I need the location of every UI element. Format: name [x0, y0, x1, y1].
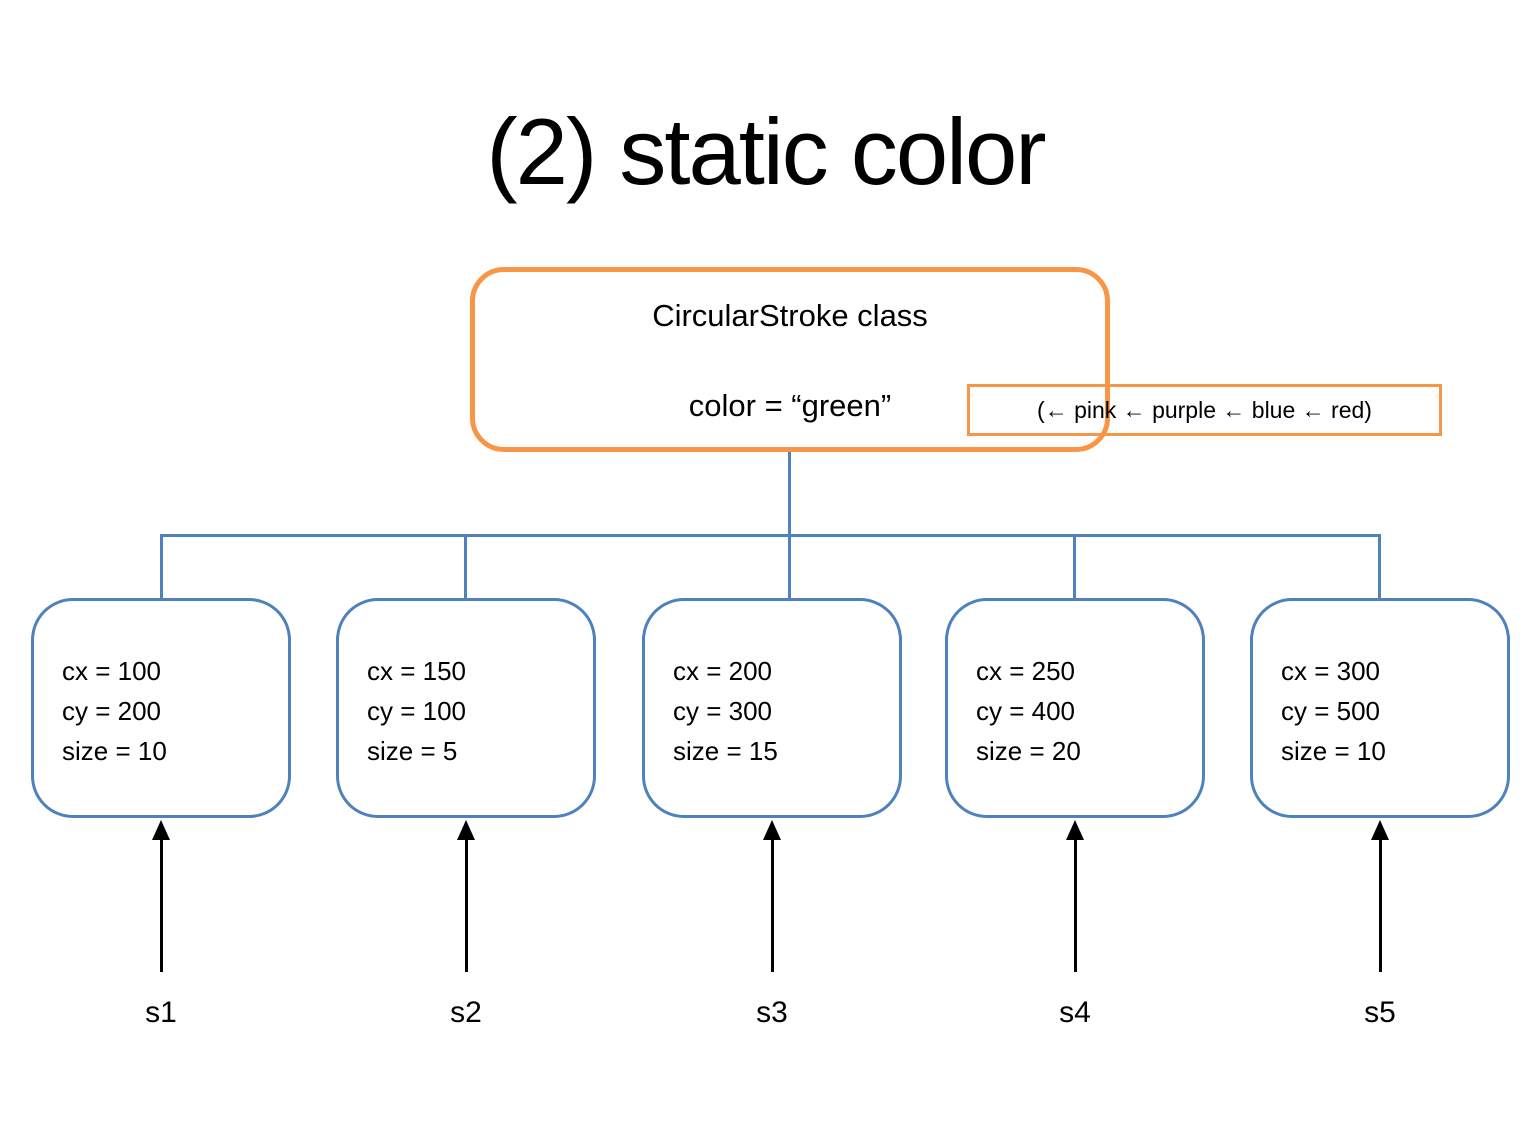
cy-value: cy = 200 [62, 696, 162, 726]
up-arrow-line-s5 [1379, 838, 1382, 972]
cx-value: cx = 150 [367, 656, 467, 686]
size-value: size = 10 [62, 736, 167, 766]
instance-label-s1: s1 [145, 996, 177, 1029]
size-value: size = 20 [976, 736, 1081, 766]
up-arrow-head-s4 [1066, 820, 1084, 840]
size-value: size = 10 [1281, 736, 1386, 766]
color-history-box: (← pink ← purple ← blue ← red) [967, 384, 1442, 436]
instance-label-s2: s2 [450, 996, 482, 1029]
cx-value: cx = 100 [62, 656, 162, 686]
connector-drop-s1 [160, 535, 163, 599]
cy-value: cy = 100 [367, 696, 467, 726]
color-history-text: (← pink ← purple ← blue ← red) [1037, 396, 1372, 423]
cy-value: cy = 500 [1281, 696, 1381, 726]
connector-drop-s2 [464, 535, 467, 599]
size-value: size = 15 [673, 736, 778, 766]
size-value: size = 5 [367, 736, 458, 766]
connector-drop-s3 [788, 535, 791, 599]
connector-stem [788, 452, 791, 536]
up-arrow-line-s3 [771, 838, 774, 972]
instance-label-s5: s5 [1364, 996, 1396, 1029]
up-arrow-line-s1 [160, 838, 163, 972]
up-arrow-line-s4 [1074, 838, 1077, 972]
instance-box-s1: cx = 100 cy = 200 size = 10 [31, 598, 291, 818]
instance-box-s2: cx = 150 cy = 100 size = 5 [336, 598, 596, 818]
cy-value: cy = 400 [976, 696, 1076, 726]
class-name-text: CircularStroke class [652, 298, 928, 333]
cx-value: cx = 250 [976, 656, 1076, 686]
connector-drop-s5 [1378, 535, 1381, 599]
instance-box-s4: cx = 250 cy = 400 size = 20 [945, 598, 1205, 818]
instance-box-s5: cx = 300 cy = 500 size = 10 [1250, 598, 1510, 818]
class-box: CircularStroke class color = “green” [470, 267, 1110, 452]
cx-value: cx = 300 [1281, 656, 1381, 686]
cy-value: cy = 300 [673, 696, 773, 726]
slide-title: (2) static color [486, 99, 1046, 204]
instance-box-s3: cx = 200 cy = 300 size = 15 [642, 598, 902, 818]
up-arrow-head-s3 [763, 820, 781, 840]
up-arrow-head-s5 [1371, 820, 1389, 840]
class-attribute-text: color = “green” [688, 388, 892, 423]
up-arrow-head-s2 [457, 820, 475, 840]
up-arrow-head-s1 [152, 820, 170, 840]
connector-drop-s4 [1073, 535, 1076, 599]
instance-label-s4: s4 [1059, 996, 1091, 1029]
instance-label-s3: s3 [756, 996, 788, 1029]
up-arrow-line-s2 [465, 838, 468, 972]
cx-value: cx = 200 [673, 656, 773, 686]
connector-horizontal [160, 534, 1381, 537]
